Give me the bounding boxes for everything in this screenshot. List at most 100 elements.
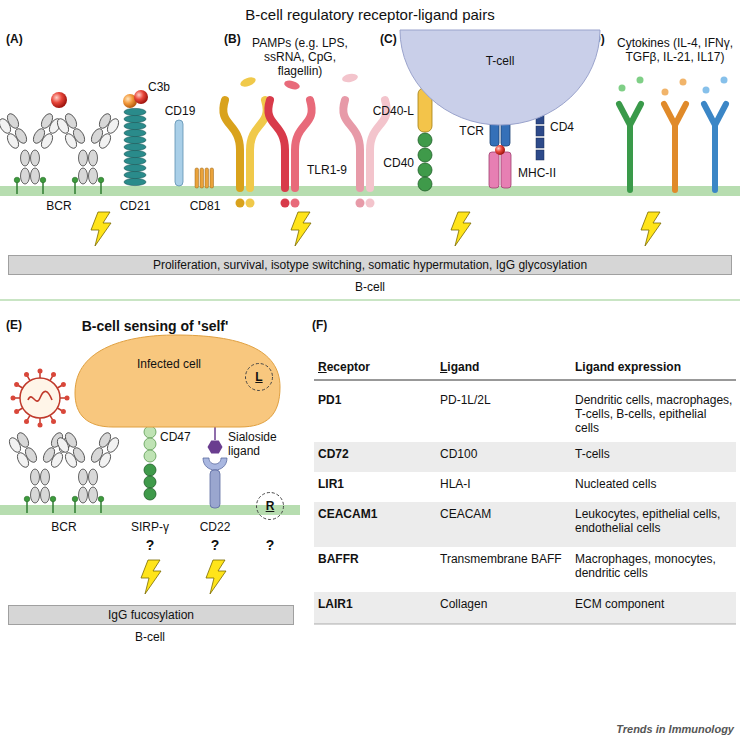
part-label: BCR — [51, 520, 76, 534]
tlr-tir-domain — [246, 199, 255, 208]
virus-spike — [14, 409, 19, 414]
cd40 — [418, 148, 432, 162]
virus-spike — [61, 409, 66, 414]
antibody-domain — [7, 436, 23, 454]
table-cell: CD72 — [318, 447, 349, 461]
tlr-receptor — [223, 100, 240, 188]
antibody-domain — [79, 469, 88, 485]
node-text: L — [255, 370, 262, 384]
cell-membrane — [0, 505, 300, 515]
table-cell: ECM component — [575, 597, 733, 611]
cd21-domain — [124, 143, 146, 150]
virus-spike — [65, 396, 70, 401]
cytokine — [637, 77, 644, 84]
cd22 — [210, 470, 220, 508]
question-mark: ? — [266, 538, 275, 552]
antibody-domain — [39, 132, 55, 150]
cd21-domain — [124, 157, 146, 164]
virus-spike — [51, 372, 56, 377]
antigen — [134, 90, 148, 104]
panel-letter: (C) — [380, 32, 397, 46]
virus-spike — [24, 419, 29, 424]
table-header: Ligand — [440, 360, 479, 374]
ig-alpha-beta — [74, 501, 76, 513]
virus-spike — [24, 372, 29, 377]
table-cell: CEACAM1 — [318, 507, 377, 521]
cytokine — [619, 85, 626, 92]
table-cell: CEACAM — [440, 507, 568, 521]
ig-alpha-beta — [72, 496, 78, 502]
antigen — [51, 92, 67, 108]
watermark: Trends in Immunology — [616, 722, 734, 736]
cd40 — [418, 177, 432, 191]
cd21-domain — [124, 171, 146, 178]
cd47 — [144, 450, 156, 462]
antibody-domain — [41, 487, 50, 503]
table-cell: PD1 — [318, 393, 341, 407]
ig-alpha-beta — [98, 496, 104, 502]
node-text: R — [266, 499, 275, 513]
antibody-domain — [63, 132, 79, 150]
question-mark: ? — [211, 538, 220, 552]
antibody-domain — [5, 132, 21, 150]
part-label: CD47 — [160, 430, 191, 444]
ig-alpha-beta — [26, 501, 28, 513]
cd4 — [536, 138, 544, 148]
cd81 — [210, 168, 214, 188]
bcr-antibody — [55, 431, 121, 513]
ig-alpha-beta — [50, 496, 56, 502]
node-text: T-cell — [486, 54, 515, 68]
outcome-bar: Proliferation, survival, isotype switchi… — [8, 255, 732, 275]
part-label: CD40 — [383, 156, 414, 170]
virus-spike — [51, 419, 56, 424]
cytokine — [662, 89, 669, 96]
panel-separator — [0, 299, 740, 301]
mhc-ii — [489, 152, 499, 188]
antibody-domain — [97, 132, 113, 150]
ig-alpha-beta — [100, 501, 102, 513]
ig-alpha-beta — [40, 177, 46, 183]
antibody-domain — [49, 451, 65, 469]
part-label: PAMPs (e.g. LPS, ssRNA, CpG, flagellin) — [244, 36, 356, 78]
antibody-domain — [21, 150, 30, 166]
bcr-antibody — [0, 112, 63, 194]
part-label: BCR — [46, 199, 71, 213]
virus-spike — [38, 369, 43, 374]
cd21-domain — [124, 108, 146, 115]
cytokine — [721, 77, 728, 84]
antibody-domain — [55, 436, 71, 454]
table-cell: Collagen — [440, 597, 568, 611]
tlr-tir-domain — [356, 199, 365, 208]
cd4 — [536, 150, 544, 160]
table-cell: LIR1 — [318, 477, 344, 491]
part-label: MHC-II — [518, 166, 556, 180]
sirp-gamma — [144, 464, 156, 476]
part-label: TLR1-9 — [307, 163, 347, 177]
antibody-domain — [21, 168, 30, 184]
panel-letter: (B) — [224, 32, 241, 46]
part-label: CD19 — [165, 104, 196, 118]
cd21-domain — [124, 129, 146, 136]
antibody-domain — [31, 469, 40, 485]
part-label: CD22 — [200, 520, 231, 534]
part-label: B-cell — [135, 630, 165, 644]
panel-letter: (A) — [6, 32, 23, 46]
table-cell: T-cells — [575, 447, 733, 461]
table-rule — [314, 380, 736, 381]
cd19 — [175, 120, 183, 186]
tlr-tir-domain — [236, 199, 245, 208]
cd22 — [203, 458, 227, 470]
lightning-bolt — [451, 212, 471, 246]
table-cell: Macrophages, monocytes, dendritic cells — [575, 552, 733, 580]
table-cell: Leukocytes, epithelial cells, endothelia… — [575, 507, 733, 535]
virus-spike — [14, 382, 19, 387]
ig-alpha-beta — [52, 501, 54, 513]
antibody-domain — [105, 436, 121, 454]
part-label: Sialoside ligand — [228, 430, 290, 458]
ig-alpha-beta — [42, 182, 44, 194]
table-cell: Transmembrane BAFF — [440, 552, 568, 566]
table-row-band — [314, 502, 736, 547]
lightning-bolt — [291, 212, 311, 246]
cytokine-receptor — [704, 104, 726, 190]
cd47 — [144, 438, 156, 450]
